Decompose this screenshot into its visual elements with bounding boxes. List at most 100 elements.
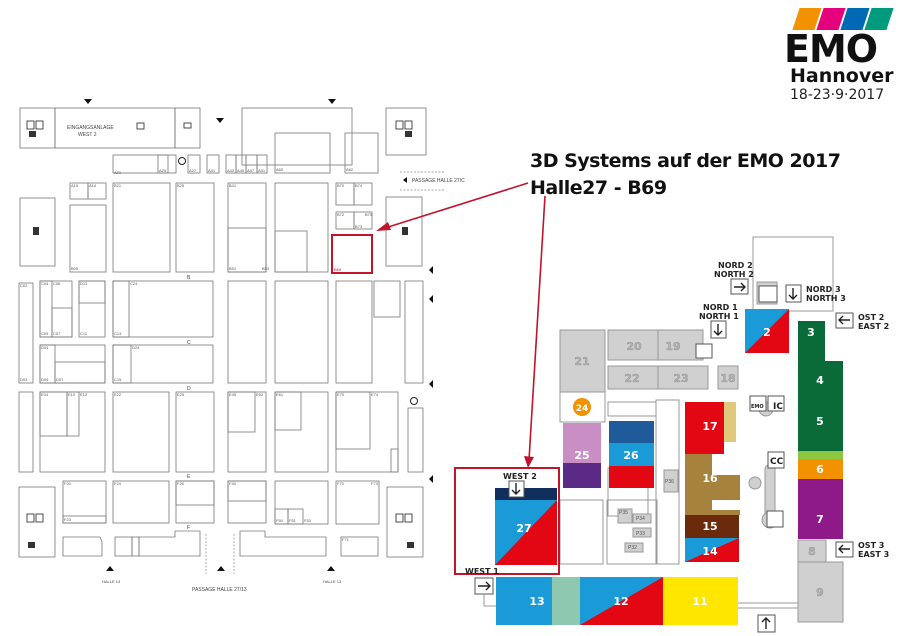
stand-e45[interactable]: E45 [229,392,237,397]
stand-f51[interactable]: F51 [289,518,297,523]
stand-f53[interactable]: F53 [304,518,312,523]
hall-7-number[interactable]: 7 [816,513,824,526]
stand-c09[interactable]: C09 [41,331,49,336]
stand-b25[interactable]: B25 [177,183,185,188]
hall-17-number[interactable]: 17 [702,420,717,433]
highlighted-stand-b69[interactable] [331,234,373,274]
stand-a60[interactable]: A60 [276,167,284,172]
callout-title: 3D Systems auf der EMO 2017 [530,150,841,172]
facility-emo[interactable]: EMO [751,404,764,410]
hall-23-number[interactable]: 23 [673,372,689,385]
stand-d04[interactable]: D04 [41,345,49,350]
stand-a51[interactable]: A51 [258,168,266,173]
stand-c02[interactable]: C02 [20,283,28,288]
stand-b53[interactable]: B53 [262,266,270,271]
stand-e10[interactable]: E10 [68,392,76,397]
stand-a15[interactable]: A15 [71,183,79,188]
stand-d13[interactable]: D13 [80,281,88,286]
hall-15-number[interactable]: 15 [702,520,717,533]
hall-21-number[interactable]: 21 [574,355,590,368]
pavilion-p34[interactable]: P34 [636,516,645,522]
stand-f20[interactable]: F20 [64,481,72,486]
stand-a27[interactable]: A27 [189,168,197,173]
stand-b41[interactable]: B41 [229,183,237,188]
hall-18-number[interactable]: 18 [720,372,736,385]
hall-2-number[interactable]: 2 [763,326,771,339]
stand-c13[interactable]: C13 [114,331,122,336]
stand-e25[interactable]: E25 [177,392,185,397]
stand-e52[interactable]: E52 [256,392,264,397]
stand-e12[interactable]: E12 [80,392,88,397]
stand-c06[interactable]: C06 [53,281,61,286]
stand-b21[interactable]: B21 [114,183,122,188]
hall-22-number[interactable]: 22 [624,372,640,385]
stand-d03[interactable]: D03 [20,377,28,382]
stand-f26[interactable]: F26 [177,481,185,486]
stand-a47[interactable]: A47 [247,168,255,173]
stand-c24[interactable]: C24 [130,281,138,286]
hall-25-number[interactable]: 25 [574,449,589,462]
entrance-ost2-de: OST 2 [858,313,884,322]
hall-24-number[interactable]: 24 [576,404,589,414]
hall-14-number[interactable]: 14 [702,545,718,558]
stand-b75[interactable]: B75 [365,212,373,217]
stand-f50[interactable]: F50 [276,518,284,523]
hall-12-number[interactable]: 12 [613,595,628,608]
stand-d24[interactable]: D24 [132,345,140,350]
hall-13-number[interactable]: 13 [529,595,544,608]
stand-e61[interactable]: E61 [276,392,284,397]
hall-26-number[interactable]: 26 [623,449,639,462]
pavilion-p33[interactable]: P33 [636,531,645,537]
stand-a14[interactable]: A14 [89,183,97,188]
hall-27-number[interactable]: 27 [516,522,531,535]
stand-b70[interactable]: B70 [337,183,345,188]
highlighted-hall-27[interactable] [454,467,560,575]
stand-f73[interactable]: F73 [371,481,379,486]
stand-b73[interactable]: B73 [355,224,363,229]
stand-e74[interactable]: E74 [371,392,379,397]
stand-c15[interactable]: C15 [114,377,122,382]
stand-f70[interactable]: F70 [337,481,345,486]
pavilion-p36[interactable]: P36 [665,479,674,485]
stand-f40[interactable]: F40 [229,481,237,486]
hall-11-number[interactable]: 11 [692,595,707,608]
hall-4-number[interactable]: 4 [816,374,824,387]
pavilion-p32[interactable]: P32 [628,545,637,551]
hall-3-number[interactable]: 3 [807,326,815,339]
logo-wordmark: EMO [784,27,878,71]
hall-16-number[interactable]: 16 [702,472,718,485]
entrance-ost3-de: OST 3 [858,541,884,550]
stand-a45[interactable]: A45 [237,168,245,173]
hall-6-number[interactable]: 6 [816,463,824,476]
stand-b51[interactable]: B51 [229,266,237,271]
hall-8-number[interactable]: 8 [808,545,816,558]
stand-d09[interactable]: D09 [41,377,49,382]
facility-ic[interactable]: IC [773,402,783,412]
hall-19-number[interactable]: 19 [665,340,681,353]
stand-b69[interactable]: B69 [334,267,342,272]
stand-c04[interactable]: C04 [41,281,49,286]
stand-a43[interactable]: A43 [227,168,235,173]
stand-e04[interactable]: E04 [41,392,49,397]
hall-20-number[interactable]: 20 [626,340,642,353]
stand-f71[interactable]: F71 [342,537,350,542]
stand-b72[interactable]: B72 [337,212,345,217]
stand-b74[interactable]: B74 [355,183,363,188]
stand-c07[interactable]: C07 [53,331,61,336]
stand-c11[interactable]: C11 [80,331,88,336]
stand-f24[interactable]: F24 [114,481,122,486]
facility-cc[interactable]: CC [770,457,784,467]
stand-f23[interactable]: F23 [64,517,72,522]
stand-e70[interactable]: E70 [337,392,345,397]
stand-d07[interactable]: D07 [56,377,64,382]
stand-a21[interactable]: A21 [114,170,122,175]
stand-a62[interactable]: A62 [346,167,354,172]
stand-e22[interactable]: E22 [114,392,122,397]
stand-b05[interactable]: B05 [71,266,79,271]
pavilion-p35[interactable]: P35 [619,510,628,516]
stand-a41[interactable]: A41 [208,168,216,173]
hall-9-number[interactable]: 9 [816,586,824,599]
hall-5-number[interactable]: 5 [816,415,824,428]
stand-a25[interactable]: A25 [159,168,167,173]
passage-bottom-label: PASSAGE HALLE 27/13 [192,587,247,593]
